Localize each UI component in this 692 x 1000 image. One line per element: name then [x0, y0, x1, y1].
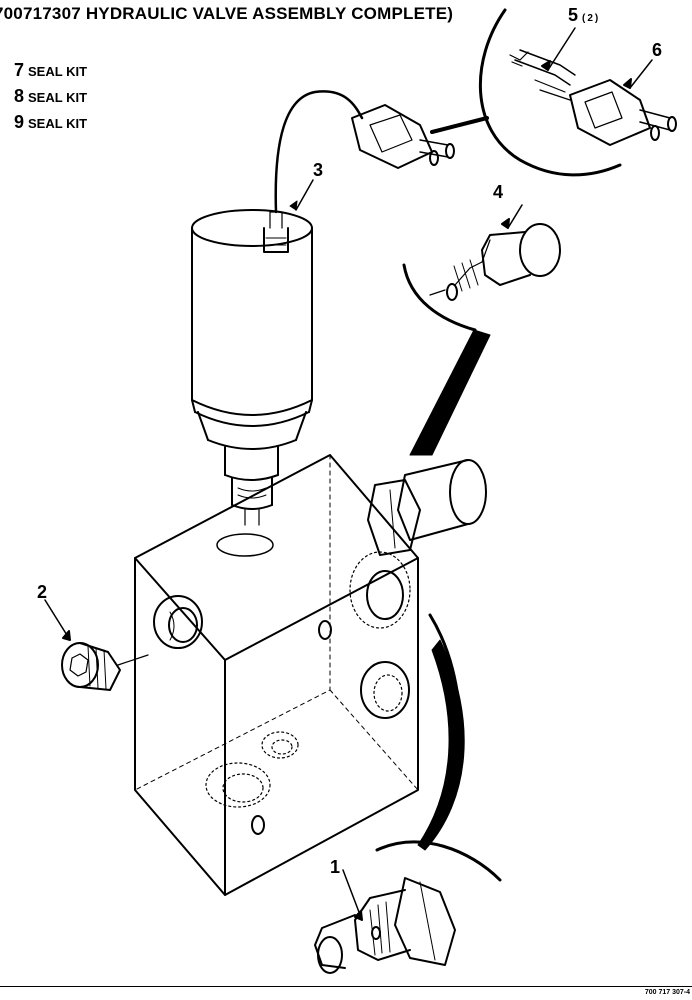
seal-kit-label: SEAL KIT: [28, 90, 88, 105]
callout-6: 6: [652, 40, 663, 60]
callout-5: 5(2): [568, 5, 600, 26]
side-cartridge: [367, 459, 487, 556]
connector-detail-inset: [430, 8, 677, 177]
manifold-block: [134, 454, 419, 896]
callout-1: 1: [330, 857, 341, 877]
port-plug: [44, 599, 149, 691]
callout-5-number: 5: [568, 5, 579, 25]
callout-2: 2: [37, 582, 48, 602]
relief-valve-detail-inset: [402, 204, 561, 456]
leader-3: [295, 179, 314, 211]
wire-connector: [351, 104, 455, 169]
callout-4: 4: [493, 182, 504, 202]
coil-wire: [274, 90, 364, 214]
figure-reference: 700 717 307-4: [644, 989, 690, 996]
callout-3: 3: [313, 160, 324, 180]
assembly-title: 700717307 HYDRAULIC VALVE ASSEMBLY COMPL…: [0, 4, 454, 23]
seal-kit-number: 8: [14, 86, 25, 106]
solenoid-coil: [191, 209, 313, 526]
callout-5-quantity: (2): [582, 13, 601, 24]
seal-kit-number: 7: [14, 60, 25, 80]
check-valve-detail-inset: [314, 613, 502, 974]
seal-kit-label: SEAL KIT: [28, 116, 88, 131]
footer-rule: [0, 986, 692, 987]
seal-kit-number: 9: [14, 112, 25, 132]
seal-kit-label: SEAL KIT: [28, 64, 88, 79]
